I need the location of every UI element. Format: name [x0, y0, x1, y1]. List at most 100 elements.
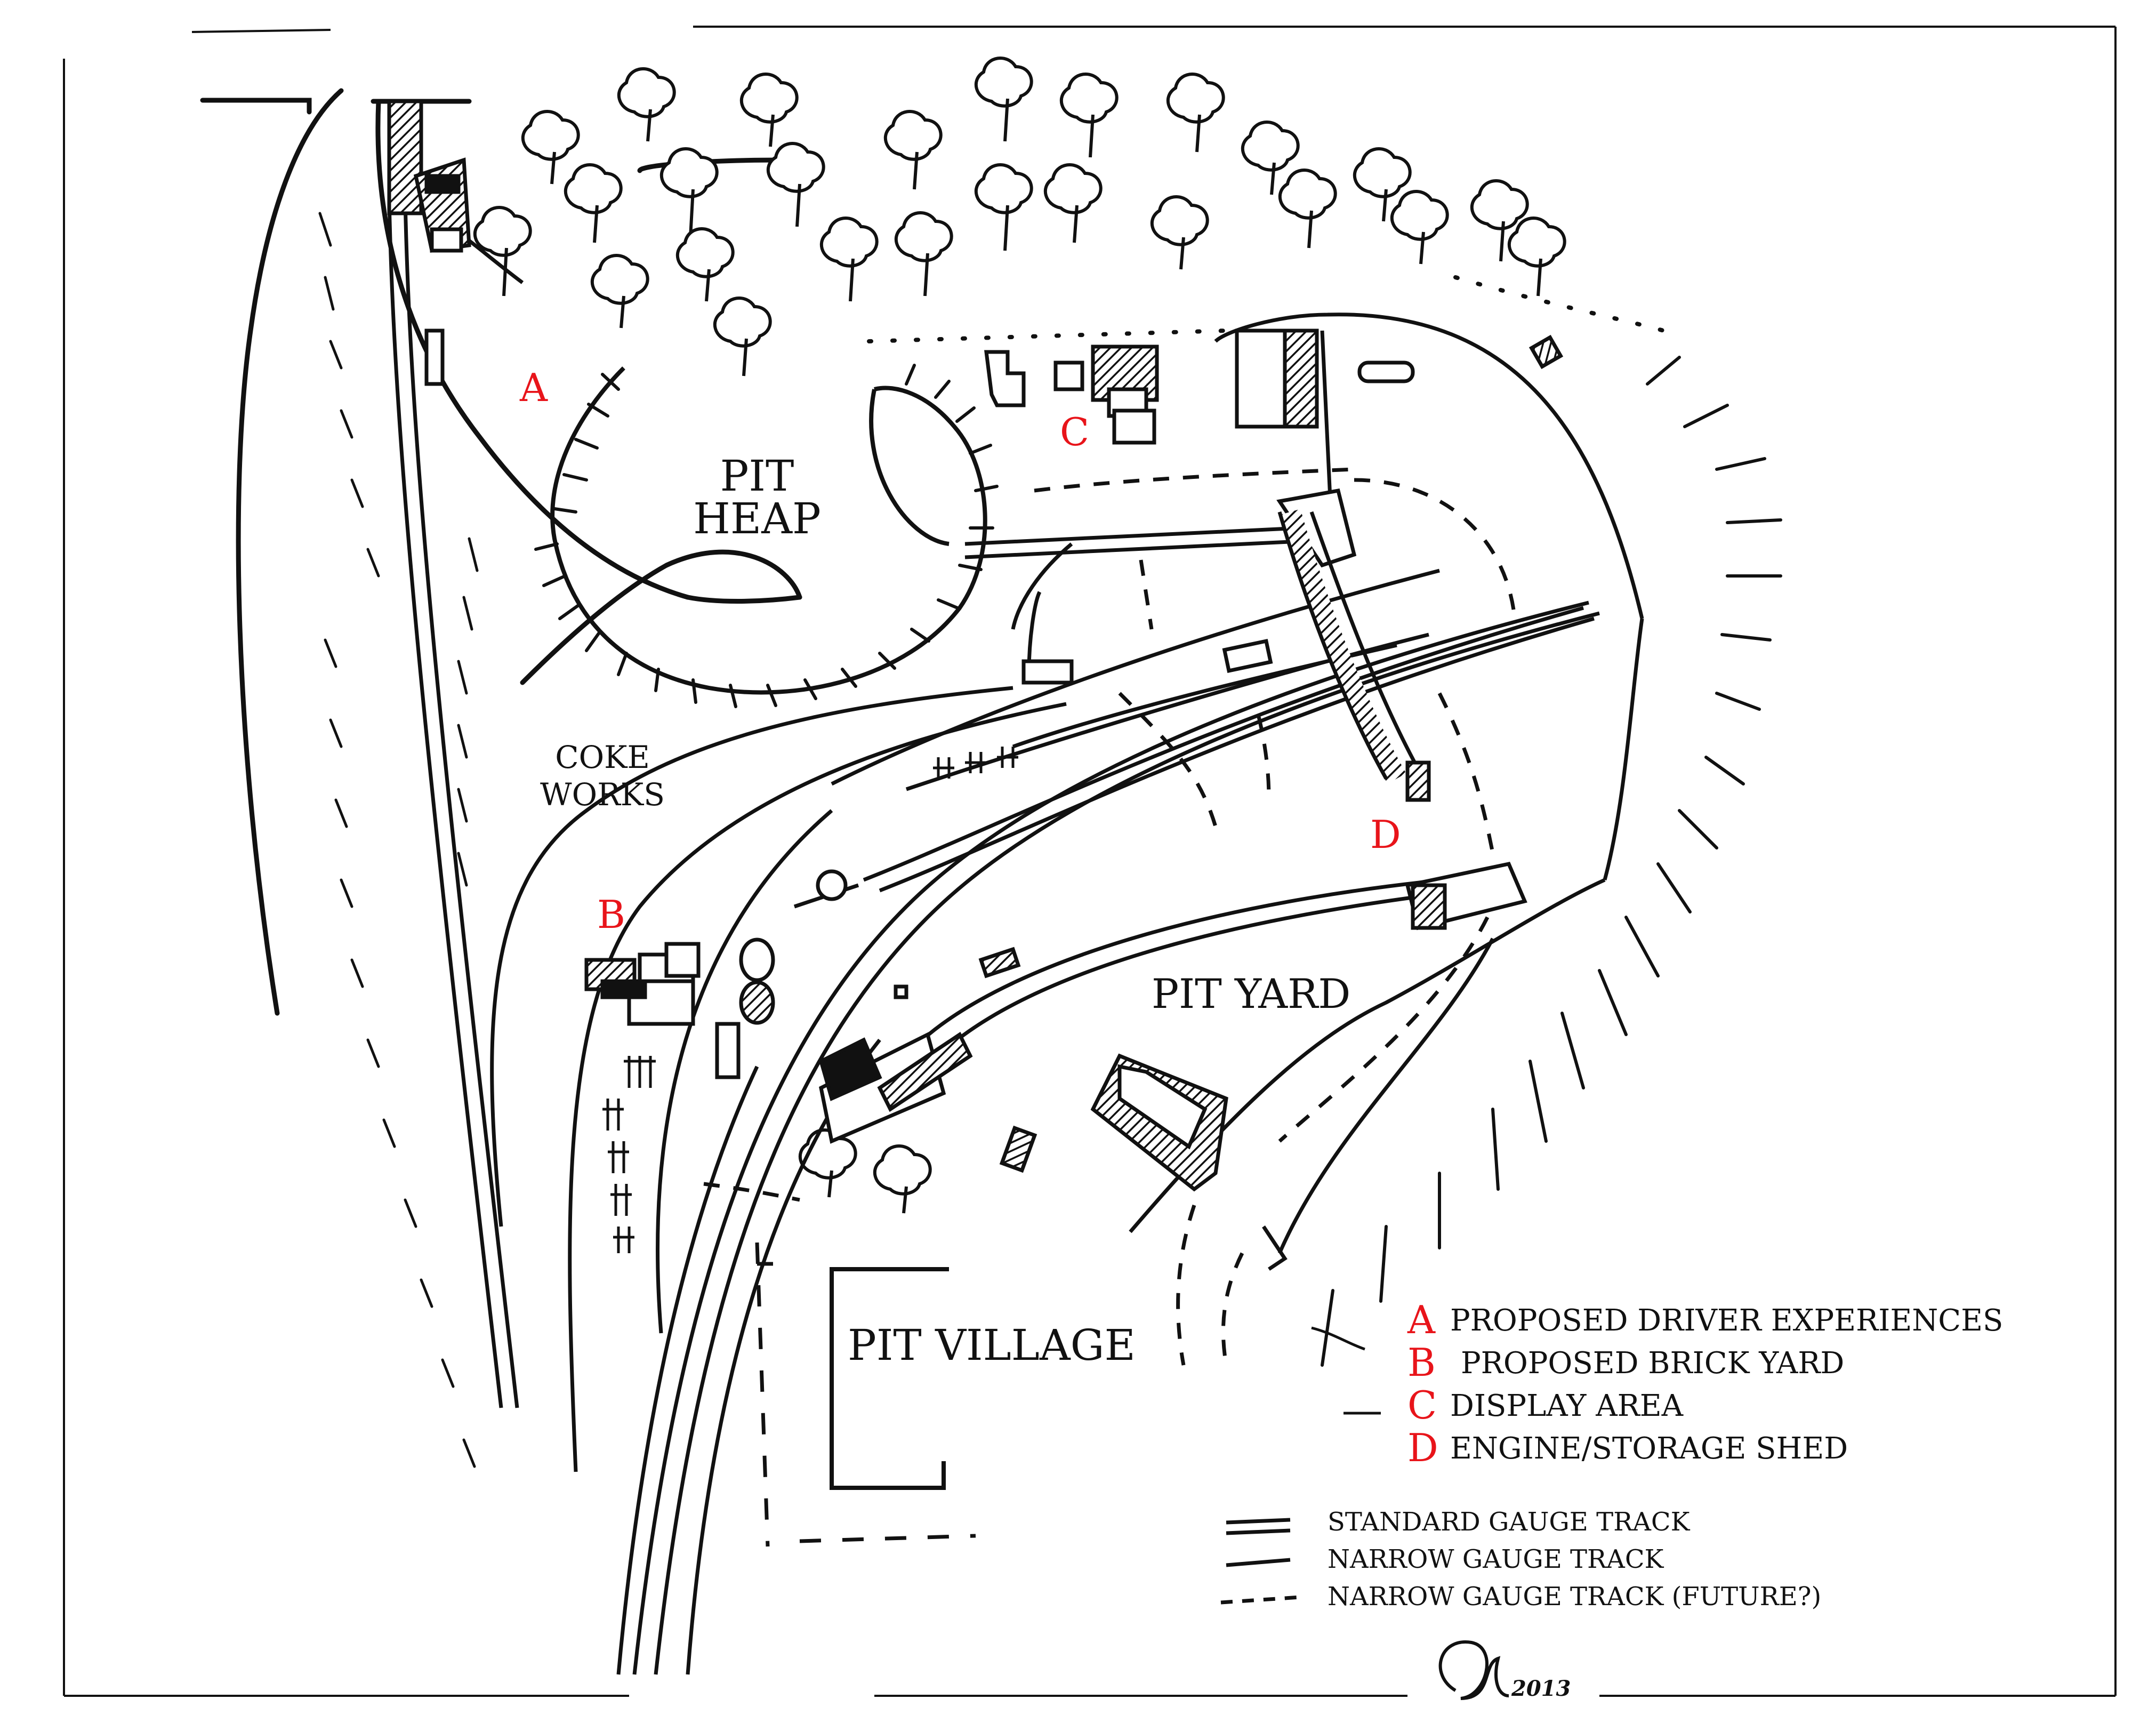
embankment-hatching — [1321, 356, 1782, 1367]
pit-heap-outline — [550, 366, 987, 695]
tree-icon — [1390, 190, 1449, 265]
building-top-left — [387, 99, 471, 253]
tree-group — [473, 57, 1566, 1214]
tree-icon — [974, 163, 1033, 251]
wagon-near-yard — [1222, 638, 1273, 674]
buildings — [387, 99, 1564, 1271]
legend-track-narrow: NARROW GAUGE TRACK — [1226, 1544, 1664, 1574]
marker-a: A — [519, 365, 548, 410]
pit-village-dashed — [755, 1242, 976, 1547]
display-building-1 — [984, 350, 1026, 407]
tree-icon — [675, 227, 735, 302]
yard-tracks — [793, 568, 1595, 1057]
signature-mark — [1438, 1640, 1509, 1700]
pit-village-label: PIT VILLAGE — [848, 1320, 1136, 1370]
tree-icon — [1353, 147, 1412, 222]
tree-icon — [873, 1144, 932, 1214]
pit-yard-label: PIT YARD — [1152, 970, 1350, 1017]
tree-icon — [1043, 163, 1103, 243]
border-frame — [63, 26, 2117, 1697]
tree-icon — [766, 142, 825, 227]
car-shape — [1357, 360, 1415, 383]
display-building-2 — [1053, 360, 1084, 391]
kiln-2 — [739, 980, 775, 1025]
small-building-pit-yard — [999, 1125, 1037, 1173]
legend-text-a: PROPOSED DRIVER EXPERIENCES — [1450, 1303, 2003, 1338]
red-markers: A B C D — [519, 365, 1401, 937]
wagon-left — [715, 1022, 741, 1079]
legend-letter-b: B — [1407, 1340, 1436, 1385]
small-shed-top-right — [1528, 334, 1564, 370]
legend-tick-marks — [1311, 1326, 1381, 1415]
coke-works-label-line1: COKE — [555, 739, 650, 775]
legend-letter-a: A — [1407, 1297, 1436, 1342]
tree-icon — [1059, 73, 1119, 158]
turntable — [816, 869, 848, 901]
legend-letter-c: C — [1407, 1383, 1437, 1428]
kiln-1 — [739, 937, 775, 982]
pit-heap-label-line1: PIT — [720, 451, 794, 501]
coke-works-label-line2: WORKS — [540, 776, 665, 813]
legend-text-d: ENGINE/STORAGE SHED — [1450, 1431, 1848, 1466]
engine-shed-ramp — [1276, 488, 1431, 802]
tree-icon — [590, 254, 649, 328]
legend-item-d: D ENGINE/STORAGE SHED — [1407, 1425, 1848, 1470]
legend-item-c: C DISPLAY AREA — [1407, 1383, 1684, 1428]
legend-track-narrow-text: NARROW GAUGE TRACK — [1328, 1544, 1664, 1574]
tree-icon — [1241, 121, 1300, 195]
signature-year: 2013 — [1511, 1676, 1571, 1701]
legend: A PROPOSED DRIVER EXPERIENCES B PROPOSED… — [1220, 1297, 2003, 1612]
legend-letter-d: D — [1407, 1425, 1438, 1470]
future-narrow-gauge-dashed — [703, 467, 1516, 1366]
legend-track-dashed-text: NARROW GAUGE TRACK (FUTURE?) — [1328, 1582, 1821, 1612]
marker-d: D — [1370, 812, 1401, 857]
legend-item-a: A PROPOSED DRIVER EXPERIENCES — [1407, 1297, 2003, 1342]
wagon-near-heap — [1021, 659, 1074, 685]
marker-b: B — [597, 892, 625, 937]
tree-icon — [521, 110, 580, 185]
main-station-building — [818, 947, 1021, 1144]
storage-shed-large — [1235, 328, 1319, 429]
tree-icon — [883, 110, 943, 190]
legend-track-standard: STANDARD GAUGE TRACK — [1226, 1507, 1691, 1537]
tree-icon — [1150, 195, 1209, 270]
tree-icon — [894, 211, 953, 296]
tree-icon — [974, 57, 1033, 142]
tree-icon — [713, 296, 772, 376]
tree-icon — [819, 217, 879, 302]
signature: 2013 — [1438, 1640, 1571, 1701]
tree-icon — [1278, 169, 1337, 249]
legend-text-c: DISPLAY AREA — [1450, 1389, 1684, 1423]
legend-text-b: PROPOSED BRICK YARD — [1461, 1346, 1844, 1381]
tree-icon — [564, 163, 623, 243]
gate-structure — [1262, 1225, 1288, 1271]
legend-track-dashed: NARROW GAUGE TRACK (FUTURE?) — [1220, 1582, 1821, 1612]
wagon-a-marker — [424, 328, 445, 386]
pit-heap-hatching — [534, 364, 999, 708]
tree-icon — [1166, 73, 1225, 153]
display-building-3 — [1091, 344, 1159, 445]
standard-gauge-to-village — [616, 600, 1600, 1675]
tree-icon — [739, 73, 799, 147]
tree-icon — [1507, 217, 1566, 296]
brick-yard-buildings — [584, 942, 701, 1026]
standard-gauge-symbol — [1226, 1518, 1291, 1535]
engine-shed-d — [1405, 861, 1527, 931]
drying-racks — [602, 747, 1018, 1253]
area-labels: PIT HEAP COKE WORKS PIT YARD PIT VILLAGE — [540, 451, 1350, 1370]
left-embankment-hatching — [318, 212, 479, 1468]
legend-item-b: B PROPOSED BRICK YARD — [1407, 1340, 1844, 1385]
tree-icon — [473, 206, 532, 296]
future-narrow-gauge-symbol — [1220, 1595, 1301, 1605]
pit-heap-label-line2: HEAP — [693, 494, 821, 543]
tree-icon — [1470, 179, 1529, 262]
tree-icon — [798, 1128, 857, 1198]
legend-track-standard-text: STANDARD GAUGE TRACK — [1328, 1507, 1691, 1537]
marker-c: C — [1060, 410, 1089, 454]
tree-icon — [659, 147, 719, 238]
pit-yard-large-building — [1090, 1053, 1228, 1192]
tree-icon — [617, 67, 676, 142]
narrow-gauge-symbol — [1226, 1558, 1291, 1567]
pit-village-boundary — [830, 1267, 949, 1490]
